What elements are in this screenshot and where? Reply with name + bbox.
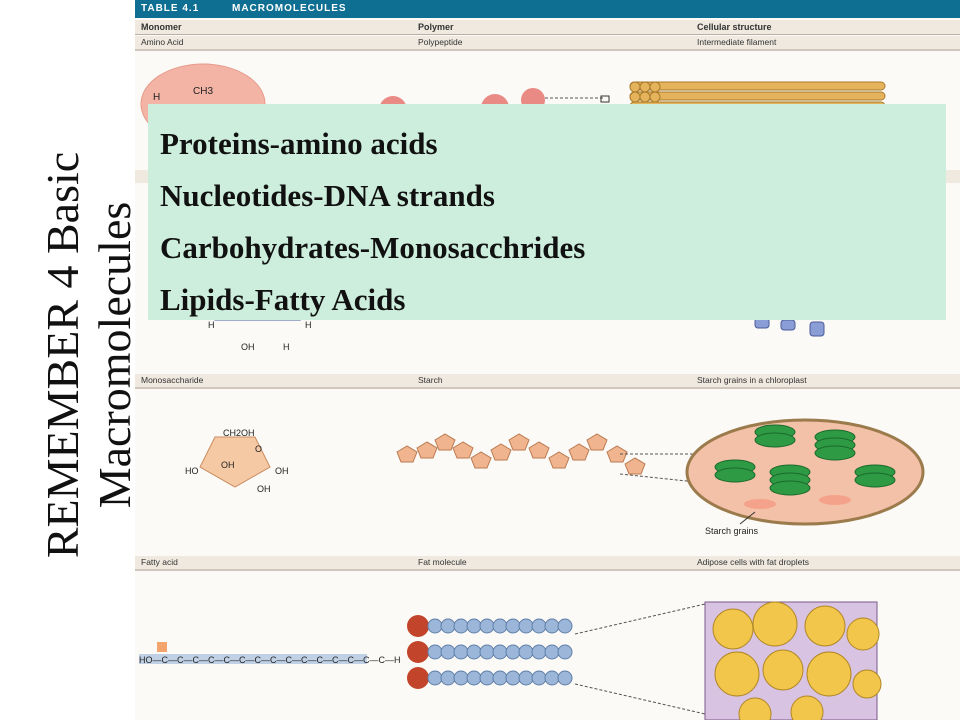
callout-line-nucleotides: Nucleotides-DNA strands: [160, 178, 495, 213]
cell-polymer-starch: Starch: [418, 375, 443, 385]
column-header-structure: Cellular structure: [697, 22, 772, 32]
slide-title-line-2: Macromolecules: [89, 201, 140, 509]
svg-text:OH: OH: [275, 466, 289, 476]
fatty-acid-chain: HO—C—C—C—C—C—C—C—C—C—C—C—C—C—C—C—H: [139, 655, 401, 665]
table-number: TABLE 4.1: [141, 3, 200, 14]
table-title: MACROMOLECULES: [232, 3, 347, 14]
cell-monomer-amino-acid: Amino Acid: [141, 37, 184, 47]
svg-text:H: H: [208, 320, 215, 330]
callout-line-proteins: Proteins-amino acids: [160, 126, 438, 161]
column-header-monomer: Monomer: [141, 22, 182, 32]
svg-text:OH: OH: [257, 484, 271, 494]
starch-grains-label: Starch grains: [705, 526, 759, 536]
slide-title-vertical: REMEMBER 4 Basic Macromolecules: [37, 45, 147, 665]
table-header-bar: TABLE 4.1 MACROMOLECULES: [135, 0, 960, 18]
h-label: H: [153, 92, 160, 103]
callout-line-lipids: Lipids-Fatty Acids: [160, 282, 406, 317]
table-row-fatty-acid: Fatty acid Fat molecule Adipose cells wi…: [135, 556, 960, 570]
cell-monomer-monosaccharide: Monosaccharide: [141, 375, 204, 385]
svg-text:OH: OH: [221, 460, 235, 470]
callout-line-carbohydrates: Carbohydrates-Monosacchrides: [160, 230, 586, 265]
cell-polymer-fat-molecule: Fat molecule: [418, 557, 467, 567]
o-label: O: [255, 444, 262, 454]
cell-monomer-fatty-acid: Fatty acid: [141, 557, 178, 567]
ch3-label: CH3: [193, 86, 213, 97]
fatty-acid-illustration: HO—C—C—C—C—C—C—C—C—C—C—C—C—C—C—C—H: [139, 601, 882, 720]
macromolecule-summary-callout: Proteins-amino acids Nucleotides-DNA str…: [148, 104, 946, 320]
svg-text:H: H: [283, 342, 290, 352]
table-row-amino-acid: Amino Acid Polypeptide Intermediate fila…: [135, 36, 960, 50]
row-divider: [135, 50, 960, 51]
cell-structure-adipose: Adipose cells with fat droplets: [697, 557, 809, 567]
column-headers: Monomer Polymer Cellular structure: [135, 20, 960, 35]
svg-text:OH: OH: [241, 342, 255, 352]
row-divider: [135, 388, 960, 389]
ch2oh-label: CH2OH: [223, 428, 255, 438]
cell-polymer-polypeptide: Polypeptide: [418, 37, 463, 47]
slide-title-line-1: REMEMBER 4 Basic: [37, 151, 88, 559]
cell-structure-chloroplast: Starch grains in a chloroplast: [697, 375, 807, 385]
row-divider: [135, 570, 960, 571]
column-header-polymer: Polymer: [418, 22, 454, 32]
ho-label: HO: [185, 466, 199, 476]
table-row-monosaccharide: Monosaccharide Starch Starch grains in a…: [135, 374, 960, 388]
svg-text:H: H: [305, 320, 312, 330]
monosaccharide-illustration: CH2OH O HO OH OH OH: [185, 418, 925, 536]
cell-structure-filament: Intermediate filament: [697, 37, 777, 47]
